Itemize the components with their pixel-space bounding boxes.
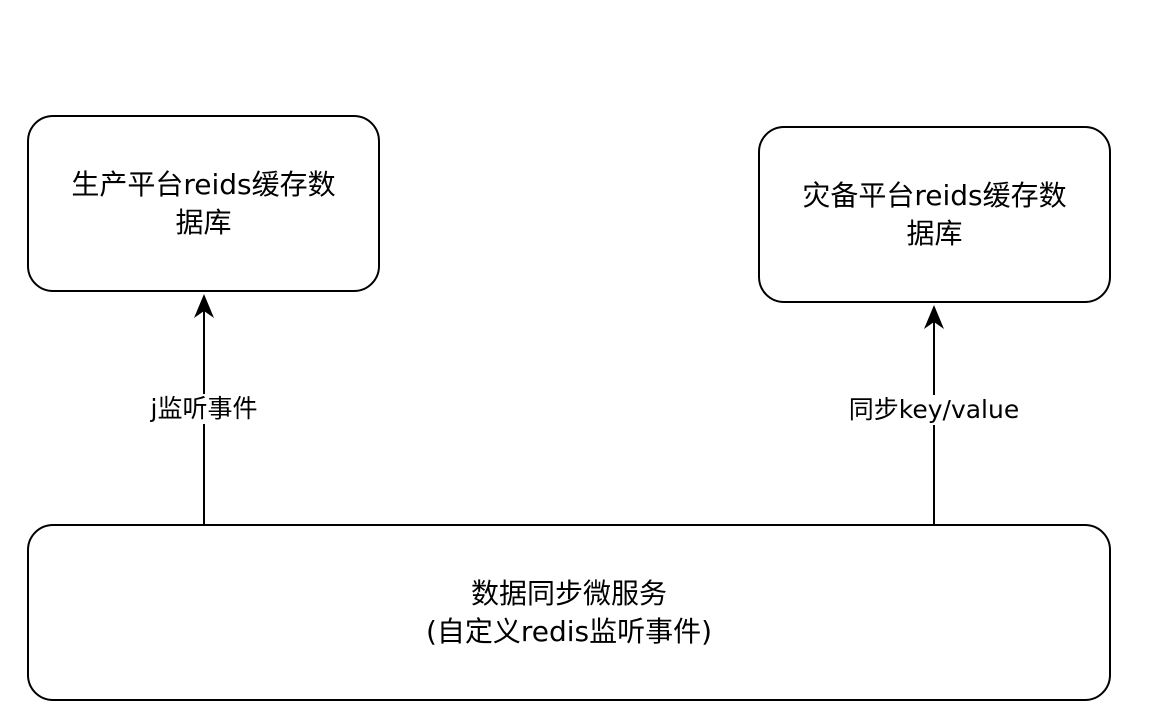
node-production-line-2: 据库 [175,205,232,239]
edge-label-sync-key-value: 同步key/value [846,395,1022,425]
node-production-line-1: 生产平台reids缓存数 [71,167,336,201]
arrowhead-disaster-recovery [924,305,944,329]
node-disaster-recovery-text: 灾备平台reids缓存数 据库 [790,177,1078,253]
node-disaster-recovery-line-2: 据库 [906,216,963,250]
node-sync-line-1: 数据同步微服务 [470,576,667,610]
arrowhead-production [194,294,214,318]
node-production-redis-cache[interactable]: 生产平台reids缓存数 据库 [27,115,380,292]
node-disaster-recovery-redis-cache[interactable]: 灾备平台reids缓存数 据库 [758,126,1111,303]
node-data-sync-microservice[interactable]: 数据同步微服务 (自定义redis监听事件) [27,524,1111,701]
node-production-text: 生产平台reids缓存数 据库 [59,166,347,242]
node-sync-text: 数据同步微服务 (自定义redis监听事件) [414,575,724,651]
node-disaster-recovery-line-1: 灾备平台reids缓存数 [802,178,1067,212]
edge-label-listen-events: j监听事件 [148,394,260,424]
node-sync-line-2: (自定义redis监听事件) [425,614,713,648]
